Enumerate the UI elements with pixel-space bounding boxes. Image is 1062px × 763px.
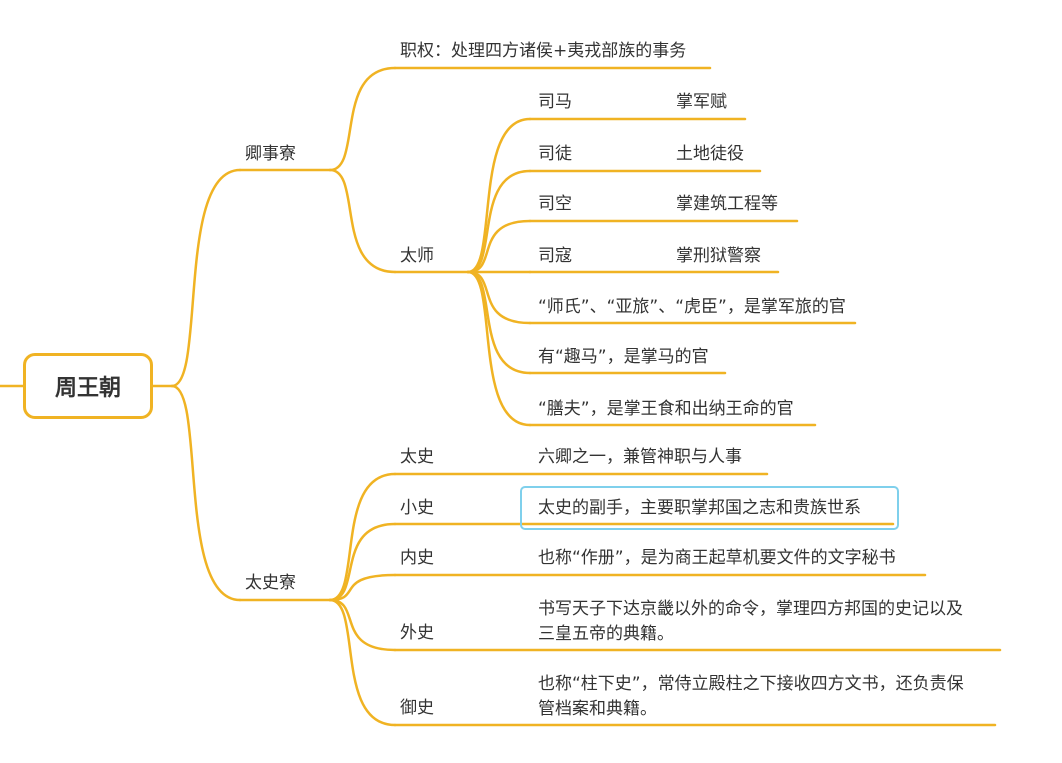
edge-taishiliao-child [328,598,397,727]
root-node[interactable]: 周王朝 [23,353,153,419]
office-desc: 太史的副手，主要职掌邦国之志和贵族世系 [538,498,861,518]
office-desc: 也称“作册”，是为商王起草机要文件的文字秘书 [538,548,896,568]
node-sima[interactable]: 司马 [538,91,572,113]
office-name: 司空 [538,194,572,214]
node-sikou-desc[interactable]: 掌刑狱警察 [676,245,761,267]
office-name: 御史 [400,698,434,718]
office-desc: 土地徒役 [676,144,744,164]
office-desc: 也称“柱下史”，常侍立殿柱之下接收四方文书，还负责保 [538,674,964,694]
node-situ-desc[interactable]: 土地徒役 [676,143,744,165]
node-taishi-official[interactable]: 太师 [400,245,434,267]
note-label: 有“趣马”，是掌马的官 [538,347,709,367]
node-xiaoshi[interactable]: 小史 [400,497,434,519]
office-name: 内史 [400,548,434,568]
node-note-shanfu[interactable]: “膳夫”，是掌王食和出纳王命的官 [538,398,794,420]
edge-taishiliao-child [328,573,397,602]
node-note-military[interactable]: “师氏”、“亚旅”、“虎臣”，是掌军旅的官 [538,296,846,318]
node-waishi-desc-line1[interactable]: 书写天子下达京畿以外的命令，掌理四方邦国的史记以及 [538,598,963,620]
node-taishi-historian-desc[interactable]: 六卿之一，兼管神职与人事 [538,446,742,468]
node-sikou[interactable]: 司寇 [538,245,572,267]
office-name: 小史 [400,498,434,518]
edge-qing-duty [328,66,397,172]
edge-taishi-child [466,117,532,274]
node-yushi-desc-line2[interactable]: 管档案和典籍。 [538,698,657,720]
node-neishi[interactable]: 内史 [400,547,434,569]
office-name: 太史 [400,447,434,467]
office-desc: 书写天子下达京畿以外的命令，掌理四方邦国的史记以及 [538,599,963,619]
office-desc: 掌刑狱警察 [676,246,761,266]
node-yushi[interactable]: 御史 [400,697,434,719]
office-desc: 六卿之一，兼管神职与人事 [538,447,742,467]
node-duty-label: 职权：处理四方诸侯+夷戎部族的事务 [400,41,687,61]
office-name: 司徒 [538,144,572,164]
branch-qingshiliao-label: 卿事寮 [245,144,296,164]
edge-taishi-child [466,169,532,274]
node-sima-desc[interactable]: 掌军赋 [676,91,727,113]
edge-taishiliao-child [328,472,397,602]
note-label: “师氏”、“亚旅”、“虎臣”，是掌军旅的官 [538,297,846,317]
office-name: 外史 [400,623,434,643]
office-name: 司马 [538,92,572,112]
node-sikong-desc[interactable]: 掌建筑工程等 [676,193,778,215]
node-waishi[interactable]: 外史 [400,622,434,644]
office-desc: 掌建筑工程等 [676,194,778,214]
edge-taishi-child [466,270,532,427]
edge-root-qingshiliao [170,168,242,388]
branch-taishiliao[interactable]: 太史寮 [245,572,296,594]
edge-taishi-child [466,219,532,274]
office-desc: 三皇五帝的典籍。 [538,624,674,644]
edge-root-taishiliao [170,384,242,602]
node-sikong[interactable]: 司空 [538,193,572,215]
node-waishi-desc-line2[interactable]: 三皇五帝的典籍。 [538,623,674,645]
node-taishi-official-label: 太师 [400,246,434,266]
node-xiaoshi-desc[interactable]: 太史的副手，主要职掌邦国之志和贵族世系 [538,497,861,519]
node-note-horse[interactable]: 有“趣马”，是掌马的官 [538,346,709,368]
branch-taishiliao-label: 太史寮 [245,573,296,593]
branch-qingshiliao[interactable]: 卿事寮 [245,143,296,165]
edge-taishiliao-child [328,522,397,602]
note-label: “膳夫”，是掌王食和出纳王命的官 [538,399,794,419]
office-desc: 掌军赋 [676,92,727,112]
node-situ[interactable]: 司徒 [538,143,572,165]
node-taishi-historian[interactable]: 太史 [400,446,434,468]
edge-taishiliao-child [328,598,397,652]
node-neishi-desc[interactable]: 也称“作册”，是为商王起草机要文件的文字秘书 [538,547,896,569]
root-label: 周王朝 [54,376,121,401]
selection-highlight [520,486,899,530]
node-yushi-desc-line1[interactable]: 也称“柱下史”，常侍立殿柱之下接收四方文书，还负责保 [538,673,964,695]
office-desc: 管档案和典籍。 [538,699,657,719]
node-duty[interactable]: 职权：处理四方诸侯+夷戎部族的事务 [400,40,686,62]
office-name: 司寇 [538,246,572,266]
edge-qing-taishi [328,168,397,274]
